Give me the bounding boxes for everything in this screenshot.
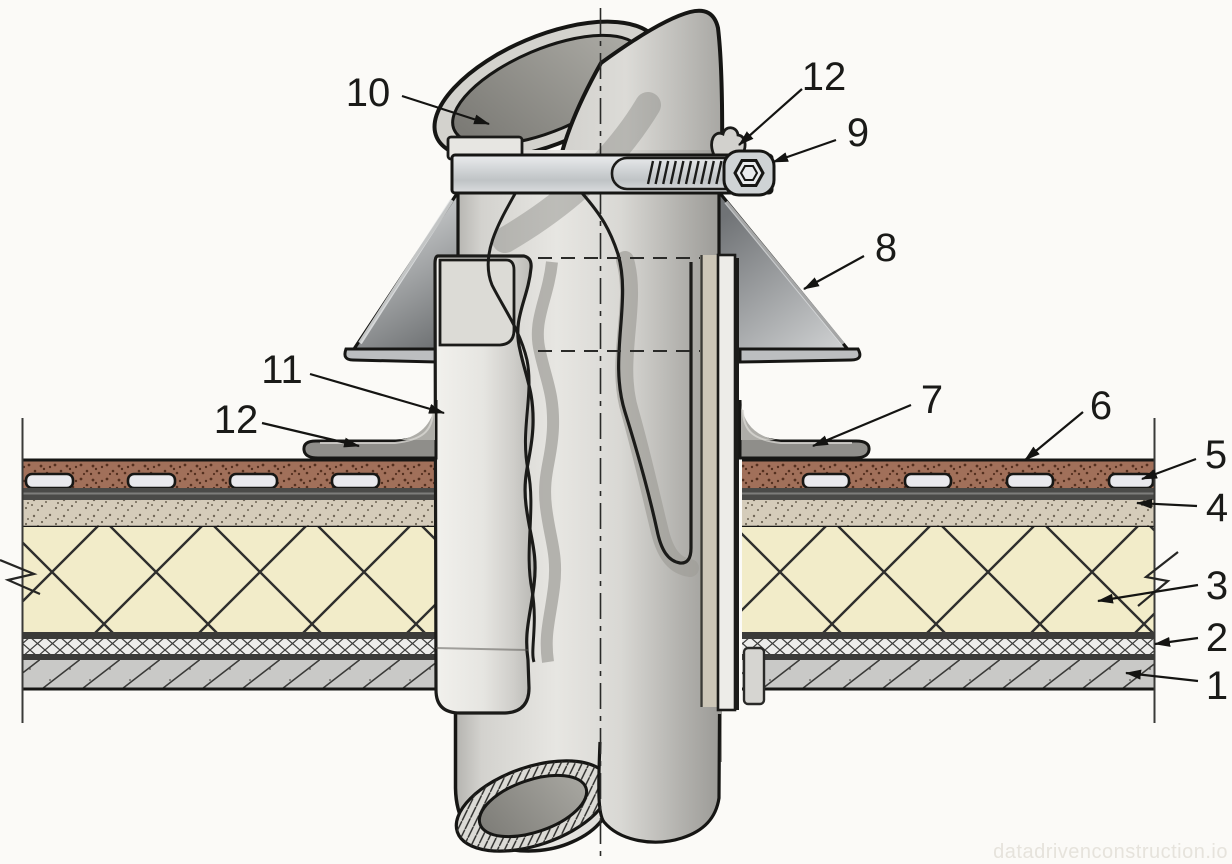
callout-8-text: 8 <box>875 226 897 270</box>
sealant-membrane-edge-left <box>486 191 536 663</box>
collar-inner-sleeve <box>438 258 516 347</box>
concrete-hatch <box>22 660 448 689</box>
callout-4-text: 4 <box>1206 486 1228 530</box>
sealant-shadow-band-left <box>531 261 562 663</box>
callout-6-arrow <box>1024 411 1084 461</box>
callout-11-arrow <box>309 372 445 415</box>
protective-sleeve-right <box>716 253 737 712</box>
storm-collar-left-rim <box>358 198 454 345</box>
roof-assembly-right <box>742 458 1155 691</box>
callout-12-left-arrow <box>261 421 360 448</box>
callout-11-text: 11 <box>261 348 303 392</box>
watermark-text: datadrivenconstruction.io <box>993 841 1228 863</box>
clamp-band-slots <box>646 160 723 185</box>
insulation-hatch <box>742 527 1155 632</box>
callout-3-arrow <box>1097 583 1199 604</box>
roof-assembly-left <box>22 458 448 691</box>
callout-leaders <box>261 88 1199 683</box>
pipe-assembly <box>302 8 871 853</box>
vapour-barrier-top <box>742 632 1155 639</box>
screed-texture <box>742 500 1155 527</box>
clamp-hex-screw-inner <box>739 165 759 181</box>
callout-labels: 10 12 9 8 11 12 7 6 5 4 3 2 1 <box>214 55 1228 708</box>
callout-10-text: 10 <box>346 71 391 115</box>
callout-12-left-text: 12 <box>214 398 259 442</box>
vapour-barrier-bottom <box>22 654 448 660</box>
vapour-barrier-bottom <box>742 654 1155 660</box>
callout-1-text: 1 <box>1206 664 1228 708</box>
screed-texture <box>22 500 448 527</box>
pipe-bottom-right-lobe <box>598 742 719 843</box>
callout-9-text: 9 <box>847 111 869 155</box>
sleeve-filler-strip <box>700 255 718 707</box>
callout-4-arrow <box>1136 498 1198 509</box>
vapour-barrier-top <box>22 632 448 639</box>
callout-8-arrow <box>803 255 865 290</box>
protection-pads <box>801 472 1155 490</box>
callout-3-text: 3 <box>1206 564 1228 608</box>
callout-5-text: 5 <box>1205 433 1227 477</box>
storm-collar-right-rim <box>724 200 845 346</box>
callout-7-arrow <box>812 403 912 448</box>
break-mark-right <box>1137 551 1179 607</box>
callout-1-arrow <box>1125 669 1199 683</box>
callout-5-arrow <box>1141 457 1197 481</box>
callout-9-arrow <box>772 138 837 164</box>
sealant-membrane-edge-right <box>580 191 693 565</box>
callout-6-text: 6 <box>1090 384 1112 428</box>
flashing-highlight-right <box>742 409 852 444</box>
protective-sleeve-left <box>433 254 537 715</box>
storm-collar-left-lip <box>343 347 438 364</box>
concrete-hatch <box>742 660 1155 689</box>
pipe-bottom-cut-face <box>454 759 612 853</box>
callout-12-top-arrow <box>738 88 803 146</box>
vapour-barrier-hatch <box>22 639 448 654</box>
callout-12-top-text: 12 <box>802 55 847 99</box>
break-mark-left <box>0 558 41 596</box>
callout-2-text: 2 <box>1206 616 1228 660</box>
pipe-bottom-outline-right <box>597 713 722 844</box>
callout-10-arrow <box>401 94 490 126</box>
sleeve-membrane-line <box>435 647 529 651</box>
sleeve-bottom-tab-right <box>742 646 766 706</box>
hidden-edge-dashed-lines <box>538 257 700 352</box>
vapour-barrier-hatch <box>742 639 1155 654</box>
clamp-hex-screw <box>733 159 765 187</box>
storm-collar-right-lip <box>738 347 862 364</box>
flashing-highlight-left <box>320 409 434 444</box>
callout-7-text: 7 <box>921 378 943 422</box>
insulation-hatch <box>22 527 448 632</box>
sealant-shadow-band-right <box>615 251 699 577</box>
callout-2-arrow <box>1154 636 1199 647</box>
